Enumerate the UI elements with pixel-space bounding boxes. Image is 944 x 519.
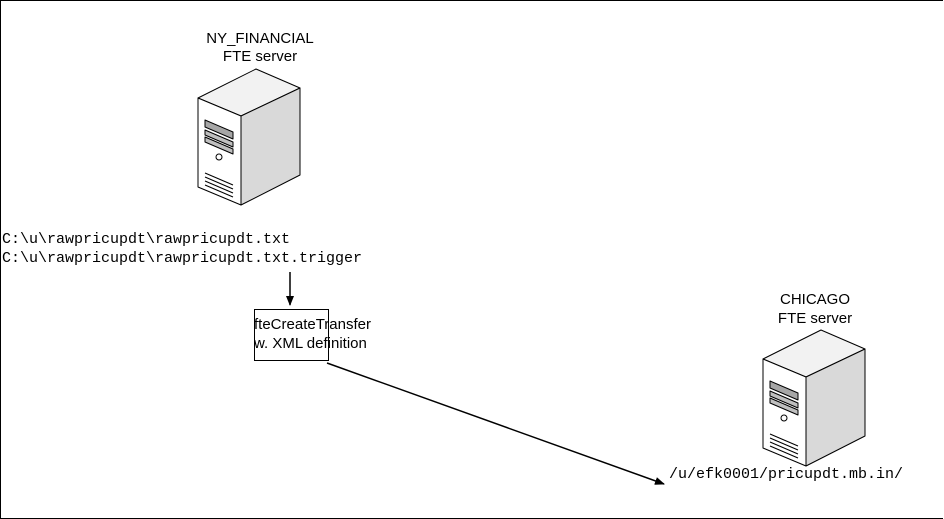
chicago-server-role: FTE server [777, 310, 853, 327]
chicago-server-icon [762, 329, 866, 467]
destination-path: /u/efk0001/pricupdt.mb.in/ [669, 466, 904, 483]
chicago-server-name: CHICAGO [779, 291, 850, 308]
ny-server-role: FTE server [222, 48, 298, 65]
trigger-file-path: C:\u\rawpricupdt\rawpricupdt.txt.trigger [2, 250, 363, 267]
ny-server-name: NY_FINANCIAL [206, 30, 314, 47]
transfer-command-box [254, 309, 329, 361]
source-file-path: C:\u\rawpricupdt\rawpricupdt.txt [2, 231, 291, 248]
transfer-to-destination-arrow [326, 362, 665, 485]
ny-server-icon [197, 68, 301, 206]
